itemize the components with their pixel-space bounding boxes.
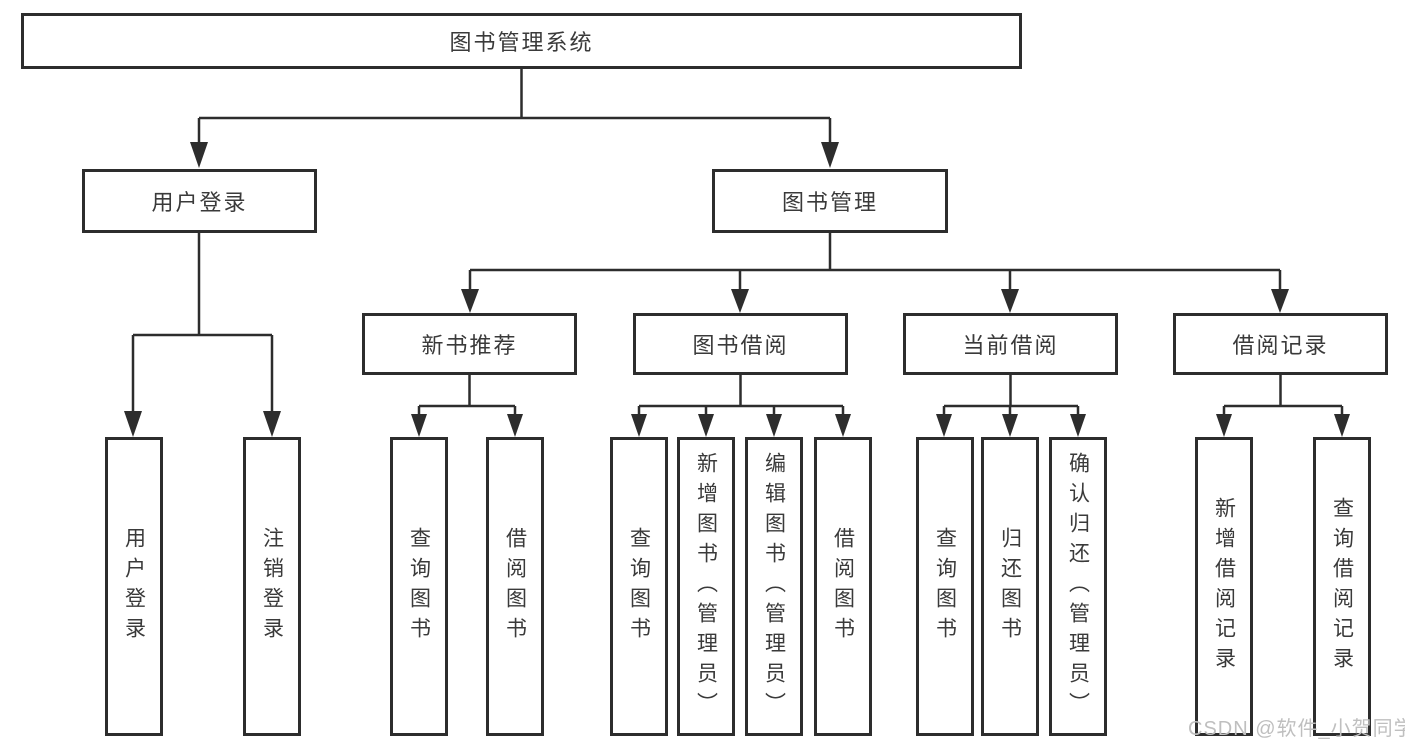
node-book-borrow: 图书借阅 — [633, 313, 848, 375]
node-new-book-recommend: 新书推荐 — [362, 313, 577, 375]
node-borrow-records: 借阅记录 — [1173, 313, 1388, 375]
node-book-management: 图书管理 — [712, 169, 948, 233]
node-user-login: 用户登录 — [82, 169, 317, 233]
watermark-text: CSDN @软件_小贺同学 — [1188, 718, 1405, 740]
leaf-bb-borrow-books: 借阅图书 — [814, 437, 872, 736]
leaf-nbr-borrow-books: 借阅图书 — [486, 437, 544, 736]
leaf-bb-edit-books-admin: 编辑图书（管理员） — [745, 437, 803, 736]
node-current-borrow: 当前借阅 — [903, 313, 1118, 375]
leaf-cb-query-books: 查询图书 — [916, 437, 974, 736]
node-root: 图书管理系统 — [21, 13, 1022, 69]
leaf-nbr-query-books: 查询图书 — [390, 437, 448, 736]
leaf-br-query-record: 查询借阅记录 — [1313, 437, 1371, 736]
leaf-cb-confirm-return-admin: 确认归还（管理员） — [1049, 437, 1107, 736]
leaf-bb-add-books-admin: 新增图书（管理员） — [677, 437, 735, 736]
leaf-user-login: 用户登录 — [105, 437, 163, 736]
leaf-bb-query-books: 查询图书 — [610, 437, 668, 736]
leaf-logout: 注销登录 — [243, 437, 301, 736]
leaf-cb-return-books: 归还图书 — [981, 437, 1039, 736]
leaf-br-add-record: 新增借阅记录 — [1195, 437, 1253, 736]
arrowhead-icons — [124, 142, 1350, 437]
